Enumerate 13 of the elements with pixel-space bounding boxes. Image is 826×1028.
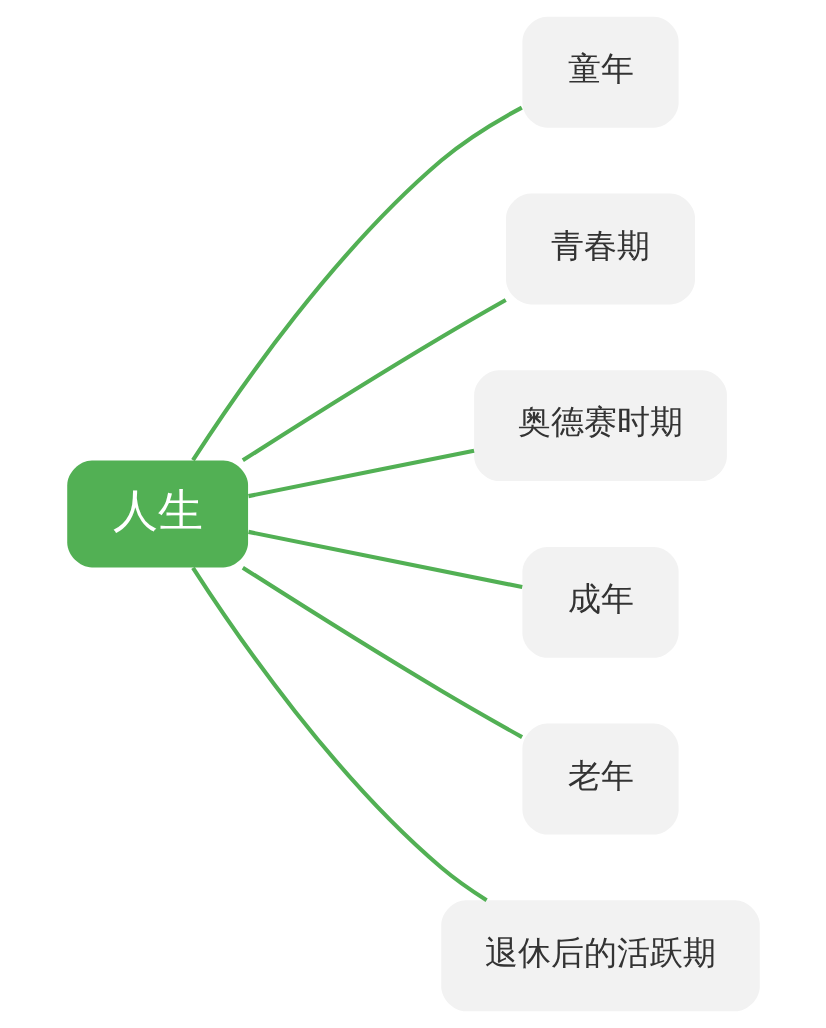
node-box: 老年 [521,723,679,835]
connector [241,565,523,739]
connector [247,529,523,590]
node-box: 青春期 [505,193,695,305]
node-box: 童年 [521,16,679,128]
connector [190,566,488,902]
connector [247,448,474,499]
connector [241,298,507,463]
node-box: 奥德赛时期 [473,370,727,482]
node-box: 成年 [521,546,679,658]
connector [190,105,523,462]
node-box: 退休后的活跃期 [440,900,760,1012]
node-box: 人生 [66,460,248,568]
